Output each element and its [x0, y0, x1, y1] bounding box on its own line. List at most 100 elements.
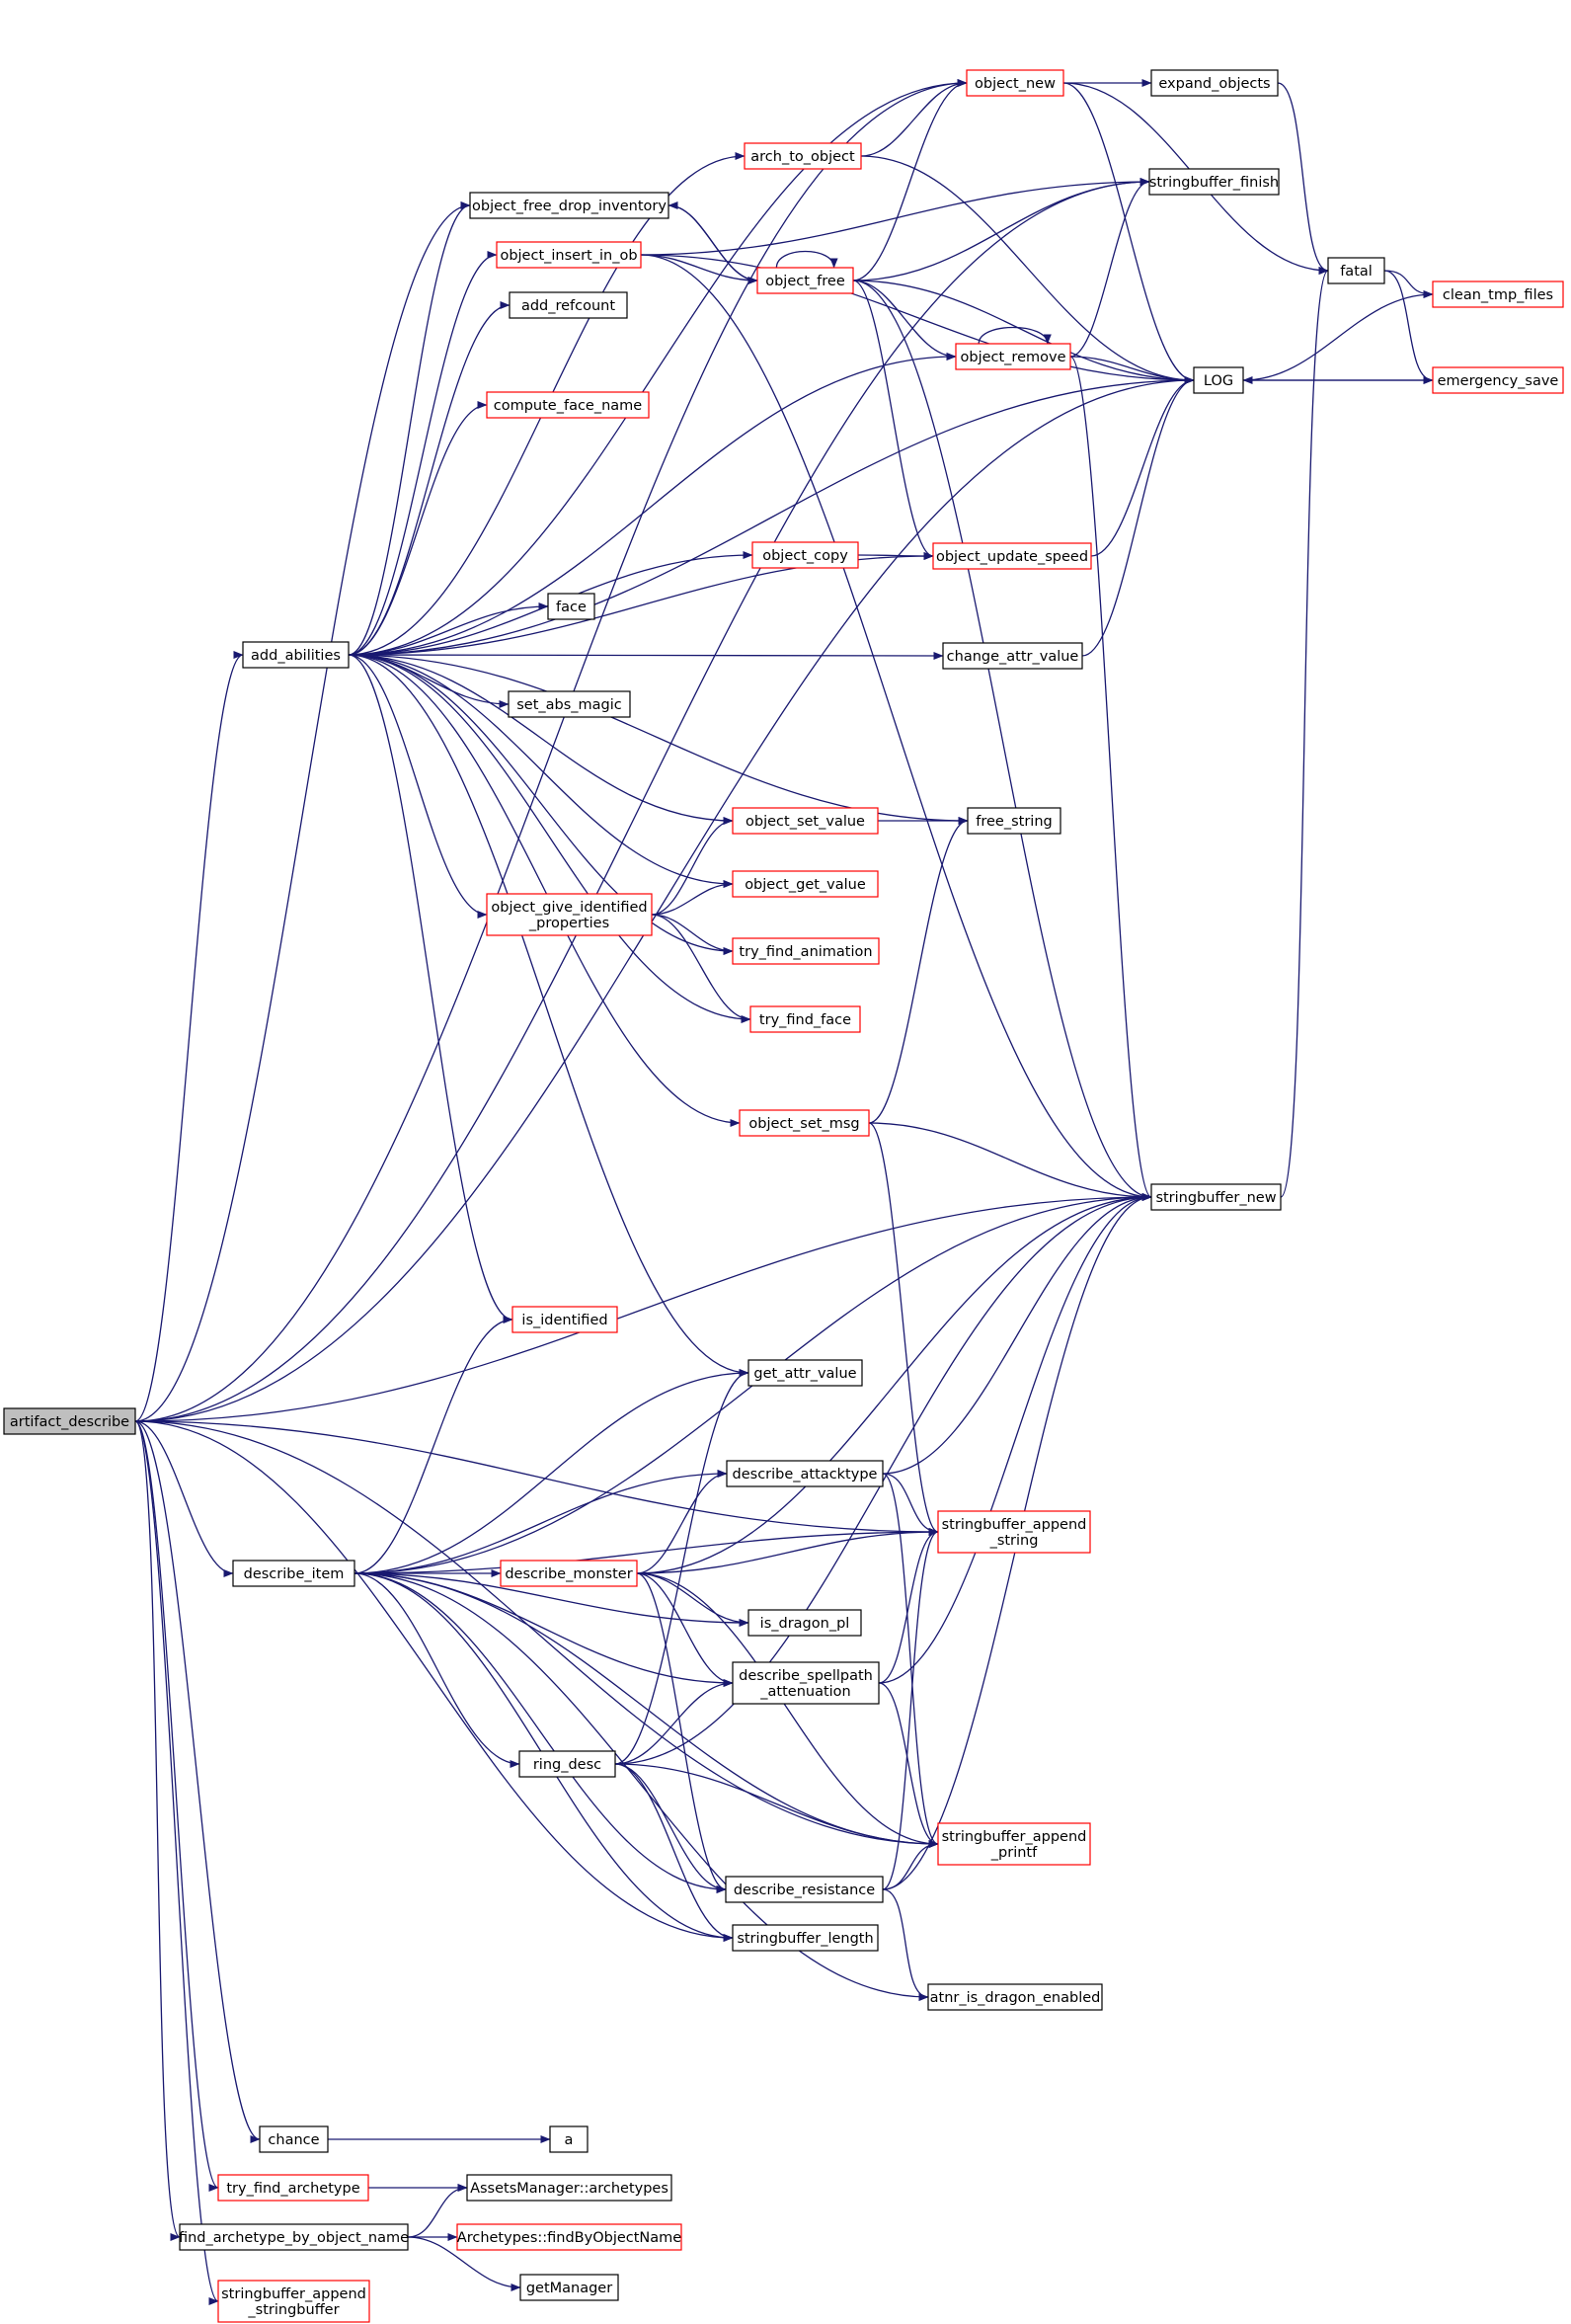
edge [134, 201, 471, 1422]
node-label: stringbuffer_append_printf [942, 1829, 1087, 1861]
edge-add-abilities-to-object-get-value [348, 654, 734, 888]
node-emergency-save[interactable]: emergency_save [1432, 366, 1564, 394]
node-get-attr-value[interactable]: get_attr_value [747, 1359, 863, 1387]
node-label: object_give_identified_properties [491, 900, 647, 931]
edge-object-new-to-log [1062, 82, 1195, 384]
node-try-find-animation[interactable]: try_find_animation [732, 937, 880, 965]
node-object-remove[interactable]: object_remove [955, 343, 1071, 370]
node-object-give-identified-properties[interactable]: object_give_identified_properties [486, 893, 653, 936]
node-free-string[interactable]: free_string [967, 807, 1061, 835]
node-expand-objects[interactable]: expand_objects [1150, 69, 1279, 97]
node-set-abs-magic[interactable]: set_abs_magic [508, 690, 631, 718]
node-label: describe_spellpath_attenuation [739, 1668, 873, 1700]
edge [348, 376, 1195, 656]
node-log[interactable]: LOG [1193, 366, 1244, 394]
node-label: expand_objects [1158, 76, 1270, 92]
node-is-identified[interactable]: is_identified [511, 1306, 618, 1333]
node-object-get-value[interactable]: object_get_value [732, 870, 879, 898]
edge [134, 1420, 734, 1942]
node-stringbuffer-finish[interactable]: stringbuffer_finish [1148, 168, 1280, 196]
node-describe-spellpath-attenuation[interactable]: describe_spellpath_attenuation [732, 1661, 880, 1705]
node-fatal[interactable]: fatal [1327, 257, 1385, 284]
node-compute-face-name[interactable]: compute_face_name [486, 391, 650, 419]
node-try-find-archetype[interactable]: try_find_archetype [217, 2174, 369, 2202]
node-face[interactable]: face [547, 593, 595, 620]
edge [651, 914, 734, 955]
edge-object-insert-in-ob-to-stringbuffer-finish [640, 178, 1150, 256]
edge [882, 1528, 939, 1890]
edge [860, 155, 1195, 384]
node-try-find-face[interactable]: try_find_face [749, 1005, 861, 1033]
edge [348, 654, 751, 1023]
edge-artifact-describe-to-log [134, 376, 1195, 1422]
node-add-abilities[interactable]: add_abilities [242, 641, 350, 669]
node-describe-resistance[interactable]: describe_resistance [725, 1876, 884, 1903]
node-find-archetype-by-object-name[interactable]: find_archetype_by_object_name [179, 2223, 409, 2251]
edge [134, 651, 244, 1422]
node-object-new[interactable]: object_new [966, 69, 1064, 97]
node-object-update-speed[interactable]: object_update_speed [932, 542, 1092, 570]
node-box [519, 2274, 619, 2301]
node-artifact-describe[interactable]: artifact_describe [3, 1407, 136, 1435]
node-change-attr-value[interactable]: change_attr_value [942, 642, 1083, 670]
node-box [486, 391, 650, 419]
node-label: describe_item [244, 1566, 345, 1582]
node-assetsmanager-archetypes[interactable]: AssetsManager::archetypes [466, 2174, 672, 2202]
edge-describe-attacktype-to-stringbuffer-append-string [882, 1473, 939, 1536]
edge-arch-to-object-to-log [860, 155, 1195, 384]
node-describe-attacktype[interactable]: describe_attacktype [726, 1460, 884, 1487]
edge [1280, 267, 1329, 1198]
edge-object-set-msg-to-stringbuffer-append-string [868, 1122, 939, 1536]
node-label: set_abs_magic [516, 697, 622, 713]
node-box [739, 1109, 870, 1137]
node-arch-to-object[interactable]: arch_to_object [744, 142, 862, 170]
node-stringbuffer-length[interactable]: stringbuffer_length [732, 1924, 879, 1952]
edge [134, 1420, 234, 1577]
node-clean-tmp-files[interactable]: clean_tmp_files [1432, 280, 1564, 308]
node-object-free-drop-inventory[interactable]: object_free_drop_inventory [469, 192, 669, 219]
node-box [751, 541, 859, 569]
node-label: try_find_face [759, 1012, 851, 1028]
edge [882, 1473, 939, 1848]
node-stringbuffer-new[interactable]: stringbuffer_new [1150, 1183, 1282, 1211]
edge-object-free-to-object-free [775, 250, 838, 269]
edge-artifact-describe-to-stringbuffer-new [134, 1193, 1152, 1422]
edge [353, 1572, 520, 1768]
edge [348, 654, 734, 825]
edge [614, 1369, 749, 1765]
edge [882, 1473, 939, 1536]
node-label: try_find_animation [739, 944, 872, 960]
edge-describe-monster-to-describe-resistance [636, 1572, 727, 1893]
node-describe-item[interactable]: describe_item [232, 1560, 355, 1587]
edge-artifact-describe-to-try-find-archetype [134, 1420, 219, 2192]
node-box [259, 2125, 329, 2153]
node-stringbuffer-append-printf[interactable]: stringbuffer_append_printf [937, 1822, 1091, 1866]
edge [868, 1122, 939, 1536]
node-label: ring_desc [533, 1757, 601, 1773]
node-is-dragon-pl[interactable]: is_dragon_pl [747, 1609, 862, 1637]
node-chance[interactable]: chance [259, 2125, 329, 2153]
node-a[interactable]: a [549, 2125, 589, 2153]
node-atnr-is-dragon-enabled[interactable]: atnr_is_dragon_enabled [927, 1983, 1103, 2011]
edge-add-abilities-to-get-attr-value [348, 654, 749, 1377]
node-object-free[interactable]: object_free [756, 267, 854, 294]
edge [407, 2236, 521, 2291]
node-stringbuffer-append-string[interactable]: stringbuffer_append_string [937, 1510, 1091, 1554]
node-object-set-msg[interactable]: object_set_msg [739, 1109, 870, 1137]
node-archetypes-findbyobjectname[interactable]: Archetypes::findByObjectName [456, 2223, 682, 2251]
node-add-refcount[interactable]: add_refcount [509, 291, 628, 319]
node-object-set-value[interactable]: object_set_value [732, 807, 879, 835]
node-getmanager[interactable]: getManager [519, 2274, 619, 2301]
edge-artifact-describe-to-chance [134, 1420, 261, 2143]
node-stringbuffer-append-stringbuffer[interactable]: stringbuffer_append_stringbuffer [217, 2280, 370, 2323]
node-object-insert-in-ob[interactable]: object_insert_in_ob [496, 241, 642, 269]
node-ring-desc[interactable]: ring_desc [518, 1750, 616, 1778]
node-object-copy[interactable]: object_copy [751, 541, 859, 569]
node-box [937, 1822, 1091, 1866]
node-describe-monster[interactable]: describe_monster [500, 1560, 638, 1587]
edge [882, 1840, 939, 1890]
edge [1383, 270, 1434, 384]
edge [348, 654, 749, 1377]
edge-object-free-to-stringbuffer-finish [852, 178, 1150, 281]
